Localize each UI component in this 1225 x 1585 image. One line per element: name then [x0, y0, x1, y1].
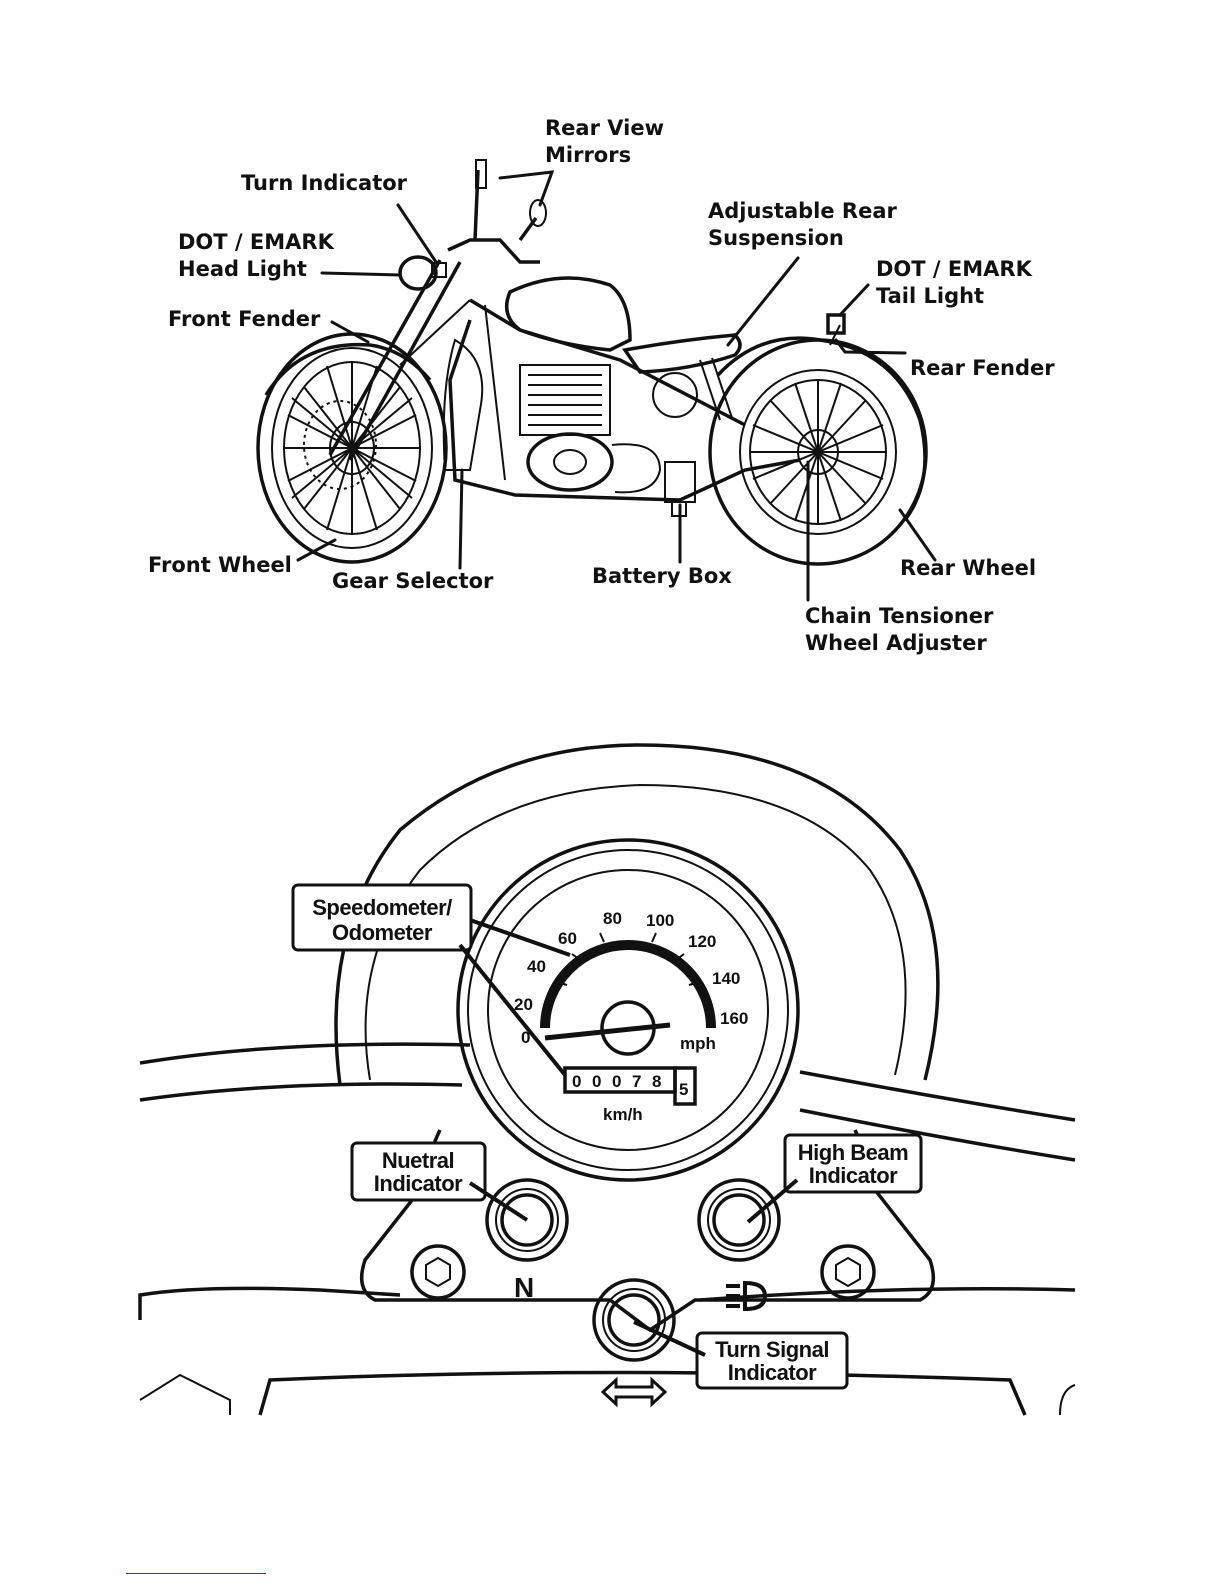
turn-signal-lamp — [592, 1278, 676, 1362]
gauge-unit-kmh: km/h — [603, 1105, 643, 1124]
gauge-tick-label: 160 — [720, 1009, 748, 1028]
label-tail-light-line2: Tail Light — [876, 284, 984, 308]
gauge-tick-label: 140 — [712, 969, 740, 988]
neutral-callout-box — [350, 1141, 487, 1202]
footer-link-underline[interactable] — [126, 1573, 266, 1574]
callout-neutral-line2: Indicator — [374, 1171, 463, 1196]
callout-speedometer-line2: Odometer — [332, 920, 433, 945]
speedometer-callout-box — [291, 883, 473, 952]
gauge-tick-label: 100 — [646, 911, 674, 930]
odometer-digit: 0 — [572, 1072, 581, 1091]
odometer-readout: 0 0 0 7 8 5 — [572, 1072, 688, 1099]
label-head-light-line2: Head Light — [178, 257, 307, 281]
motorcycle-labels: Rear View Mirrors Turn Indicator Adjusta… — [148, 116, 1055, 655]
front-wheel-drawing — [256, 332, 448, 564]
gauge-tick-label: 120 — [688, 932, 716, 951]
left-bolt — [410, 1244, 466, 1300]
label-chain-tensioner-line2: Wheel Adjuster — [805, 631, 987, 655]
callout-turn-signal-line1: Turn Signal — [715, 1337, 829, 1362]
high-beam-symbol-icon — [726, 1280, 768, 1312]
odometer-digit: 8 — [652, 1072, 661, 1091]
callout-turn-signal-line2: Indicator — [728, 1360, 817, 1385]
turn-signal-symbol-icon — [600, 1376, 668, 1408]
label-adjustable-rear-suspension-line1: Adjustable Rear — [708, 199, 898, 223]
right-bolt — [820, 1244, 876, 1300]
gauge-tick-label: 20 — [514, 995, 533, 1014]
callout-neutral-line1: Nuetral — [382, 1148, 454, 1173]
odometer-digit: 0 — [592, 1072, 601, 1091]
high-beam-callout-box — [783, 1133, 923, 1194]
engine-drawing — [442, 338, 698, 494]
rear-wheel-drawing — [708, 338, 928, 566]
gauge-tick-label: 80 — [603, 909, 622, 928]
callout-high-beam-line2: Indicator — [809, 1163, 898, 1188]
high-beam-lamp — [697, 1178, 781, 1262]
dashboard-illustration — [138, 743, 1076, 1416]
odometer-digit: 5 — [679, 1080, 688, 1099]
neutral-lamp — [485, 1178, 569, 1262]
label-turn-indicator: Turn Indicator — [241, 171, 408, 195]
odometer-digit: 7 — [632, 1072, 641, 1091]
neutral-symbol: N — [514, 1272, 534, 1303]
motorcycle-leader-lines — [296, 170, 937, 602]
speedometer-scale: 0 20 40 60 80 100 120 140 160 mph km/h — [514, 909, 748, 1124]
callout-speedometer-line1: Speedometer/ — [312, 895, 452, 920]
label-rear-wheel: Rear Wheel — [900, 556, 1036, 580]
odometer-digit: 0 — [612, 1072, 621, 1091]
label-rear-view-mirrors-line2: Mirrors — [545, 143, 631, 167]
label-battery-box: Battery Box — [592, 564, 732, 588]
motorcycle-illustration — [256, 159, 928, 566]
speedometer-gauge — [456, 838, 800, 1182]
label-tail-light-line1: DOT / EMARK — [876, 257, 1033, 281]
label-head-light-line1: DOT / EMARK — [178, 230, 335, 254]
label-front-fender: Front Fender — [168, 307, 321, 331]
label-adjustable-rear-suspension-line2: Suspension — [708, 226, 844, 250]
dashboard-leader-lines — [458, 918, 799, 1357]
gauge-tick-label: 60 — [558, 929, 577, 948]
label-rear-fender: Rear Fender — [910, 356, 1055, 380]
label-gear-selector: Gear Selector — [332, 569, 494, 593]
dashboard-callouts: Speedometer/ Odometer Nuetral Indicator … — [291, 883, 923, 1390]
label-chain-tensioner-line1: Chain Tensioner — [805, 604, 994, 628]
gauge-tick-label: 0 — [521, 1028, 530, 1047]
label-rear-view-mirrors-line1: Rear View — [545, 116, 664, 140]
gauge-tick-label: 40 — [527, 957, 546, 976]
gauge-unit-mph: mph — [680, 1034, 716, 1053]
turn-signal-callout-box — [695, 1331, 849, 1390]
label-front-wheel: Front Wheel — [148, 553, 292, 577]
callout-high-beam-line1: High Beam — [798, 1140, 908, 1165]
